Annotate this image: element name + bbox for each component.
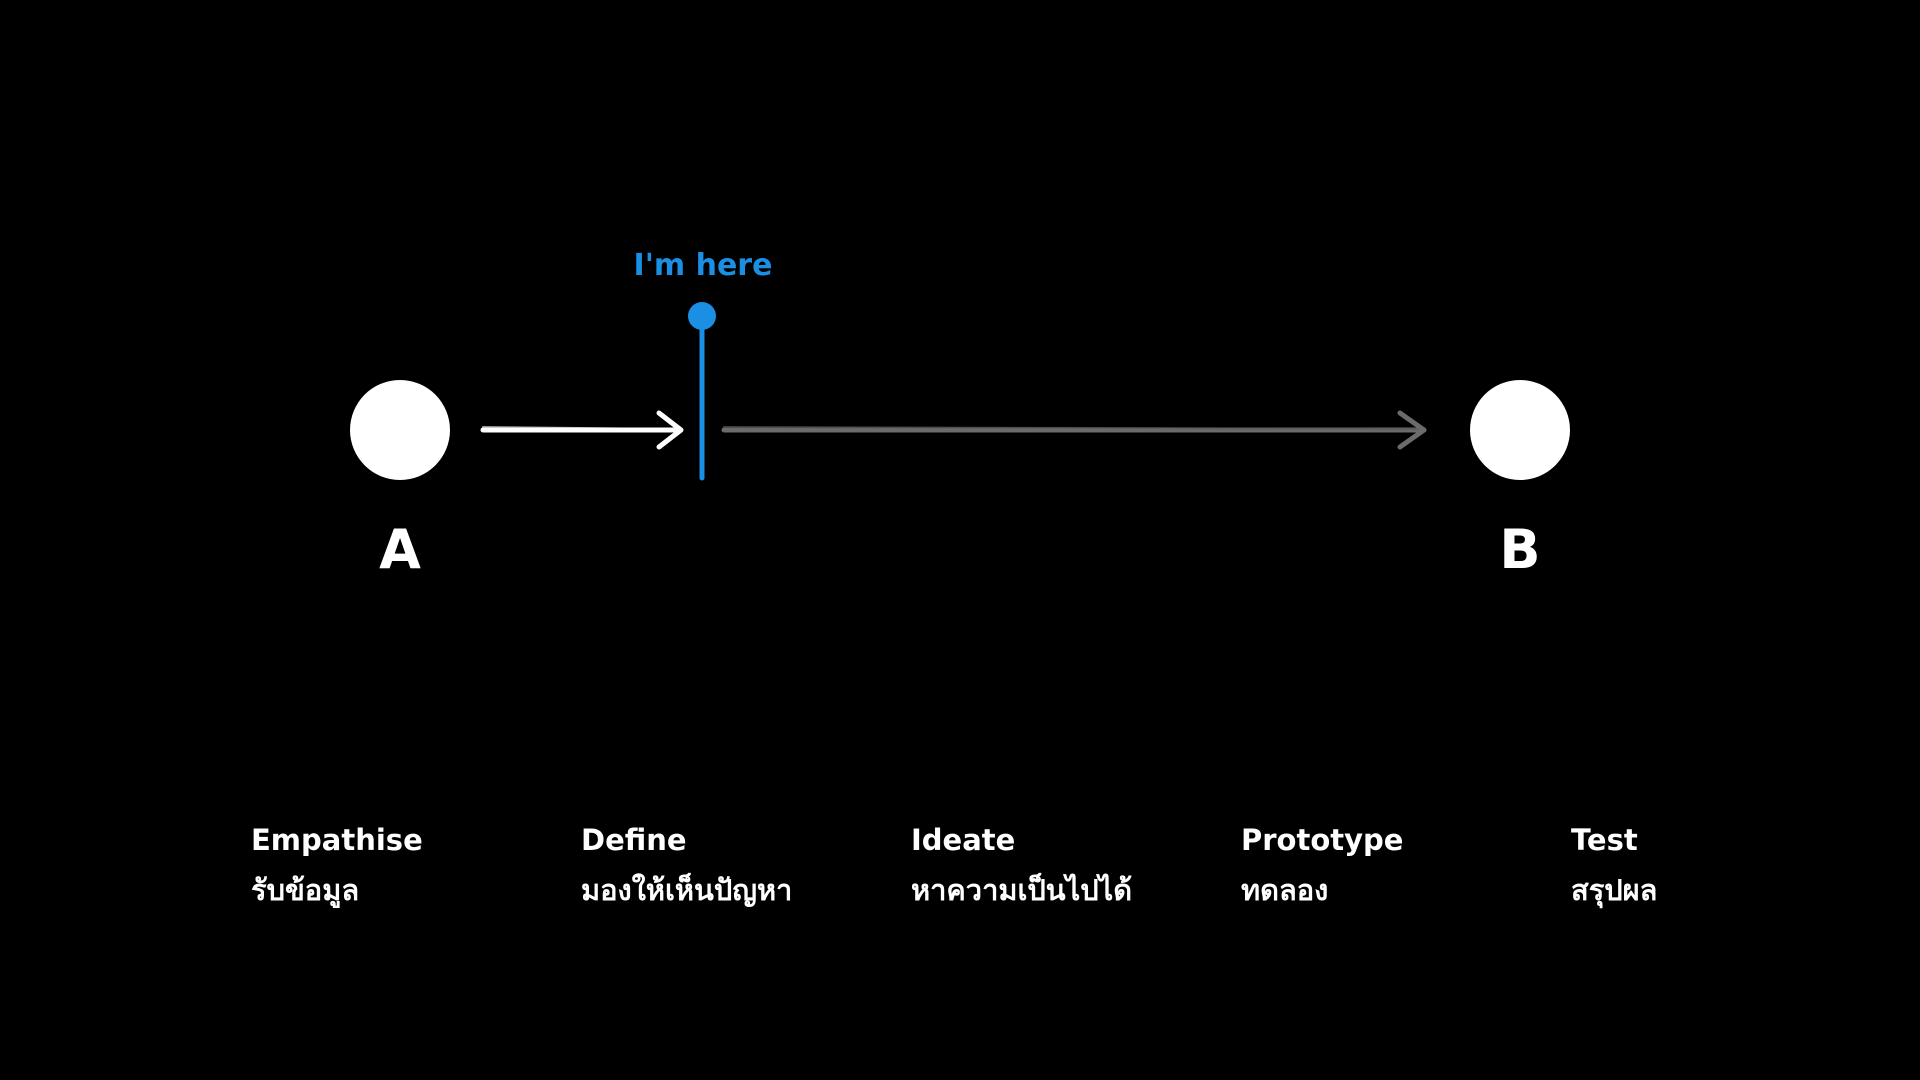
stage-subtitle: สรุปผล [1571,873,1658,907]
start-point-circle [350,380,450,480]
stage-name: Empathise [251,823,423,857]
stage-name: Ideate [911,823,1016,857]
stage-name: Define [581,823,687,857]
marker-pin-head [688,302,716,330]
stage-name: Test [1571,823,1638,857]
stage-subtitle: รับข้อมูล [251,873,360,907]
marker-label: I'm here [633,248,773,283]
current-position-marker [688,302,716,481]
progress-arrow-done [480,410,684,450]
stage-subtitle: ทดลอง [1241,873,1329,907]
stage-ideate: Ideate หาความเป็นไปได้ [911,822,1231,908]
stage-define: Define มองให้เห็นปัญหา [581,822,901,908]
end-point-circle [1470,380,1570,480]
stage-subtitle: มองให้เห็นปัญหา [581,873,793,907]
progress-arrow-remaining [721,410,1427,450]
stage-subtitle: หาความเป็นไปได้ [911,873,1133,907]
end-point-label: B [1499,518,1541,581]
stage-name: Prototype [1241,823,1404,857]
stage-prototype: Prototype ทดลอง [1241,822,1561,908]
start-point-label: A [379,518,421,581]
stage-test: Test สรุปผล [1571,822,1891,908]
stage-empathise: Empathise รับข้อมูล [251,822,571,908]
